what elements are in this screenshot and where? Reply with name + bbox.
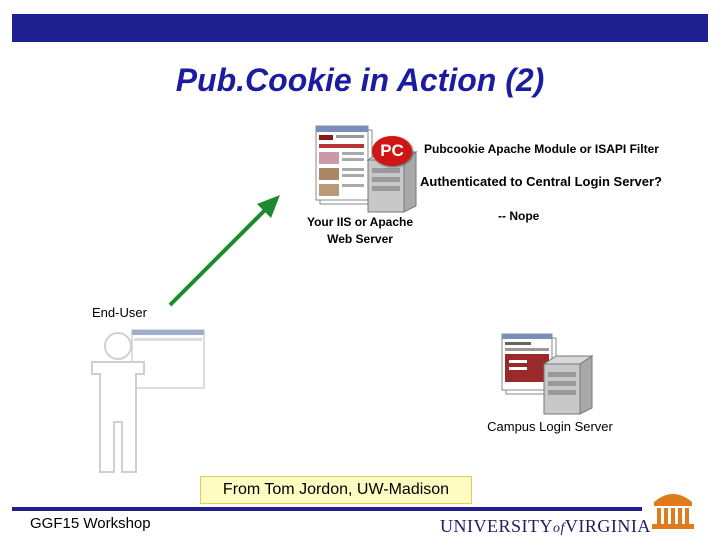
login-server-graphic (501, 333, 594, 415)
auth-question-label: Authenticated to Central Login Server? (420, 174, 662, 189)
slide-title: Pub.Cookie in Action (2) (175, 62, 545, 98)
web-server-label-line1: Your IIS or Apache (306, 215, 414, 229)
bottom-rule (12, 507, 642, 511)
university-logo-text: UNIVERSITYofVIRGINIA (440, 516, 651, 537)
workshop-label: GGF15 Workshop (30, 515, 151, 532)
top-banner-bar (12, 14, 708, 42)
server-tower-icon (542, 355, 594, 415)
university-logo-of: of (553, 521, 565, 536)
university-logo-part-b: VIRGINIA (564, 516, 651, 536)
university-logo-part-a: UNIVERSITY (440, 516, 553, 536)
web-server-graphic (315, 125, 418, 213)
nope-label: -- Nope (498, 209, 540, 223)
web-server-label-line2: Web Server (327, 232, 393, 246)
person-figure-icon (91, 332, 145, 473)
end-user-graphic (91, 329, 205, 473)
browser-window-icon (131, 329, 205, 389)
login-server-label: Campus Login Server (487, 419, 613, 434)
pc-badge: PC (372, 136, 412, 166)
request-arrow (168, 195, 280, 307)
end-user-label: End-User (92, 305, 147, 320)
module-label: Pubcookie Apache Module or ISAPI Filter (424, 142, 659, 156)
rotunda-emblem-icon (652, 494, 694, 529)
web-page-screenshot (315, 125, 373, 205)
credit-box: From Tom Jordon, UW-Madison (200, 476, 472, 504)
